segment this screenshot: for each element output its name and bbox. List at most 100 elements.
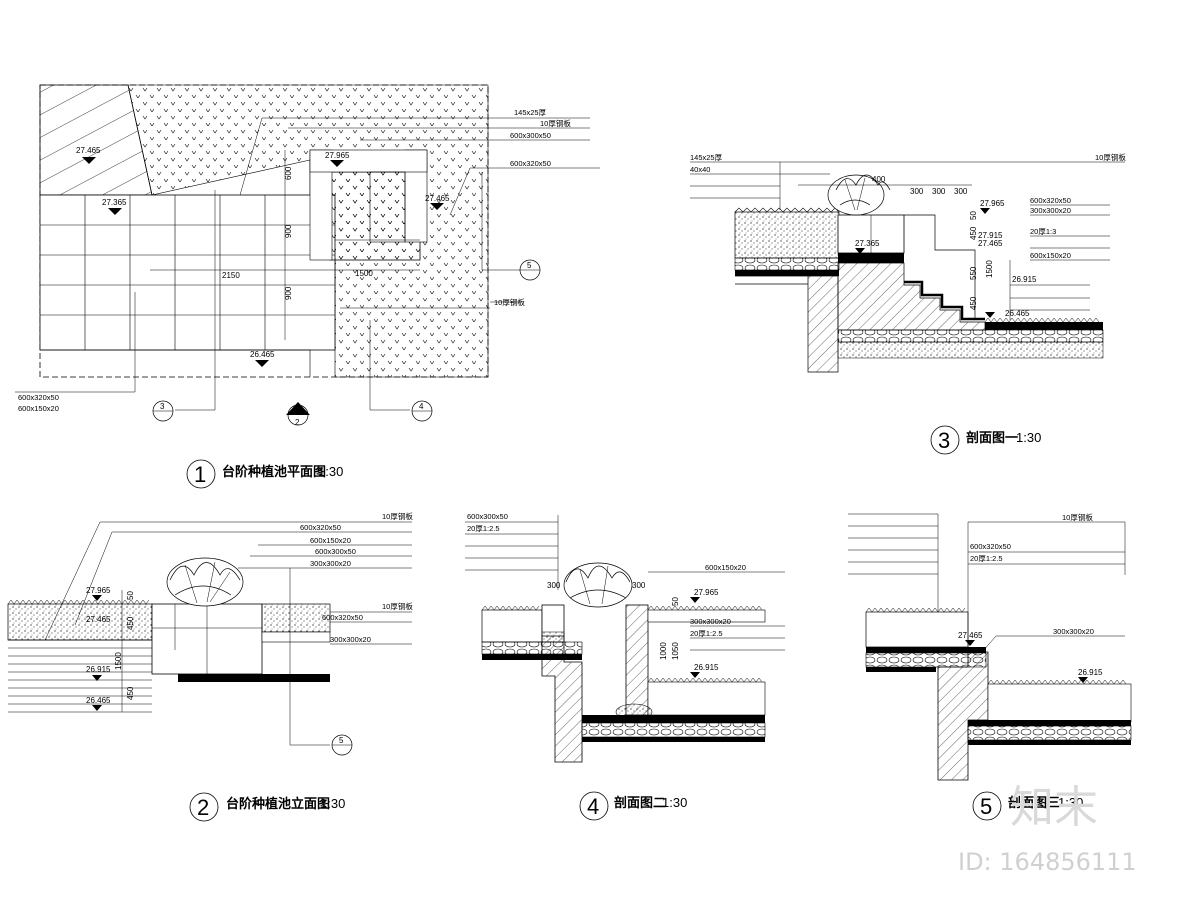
elevation-note-4: 600x300x50 bbox=[315, 547, 356, 556]
svg-text:5: 5 bbox=[980, 794, 992, 819]
plan-note-2: 10厚钢板 bbox=[540, 118, 571, 128]
watermark: 知末 ID: 164856111 bbox=[958, 782, 1137, 876]
section1-caption-title: 剖面图一 bbox=[966, 430, 1018, 445]
section1-elev-5: 26.915 bbox=[1012, 275, 1037, 284]
elevation-elev-1: 27.965 bbox=[86, 586, 111, 595]
watermark-logo: 知末 bbox=[1010, 782, 1098, 833]
watermark-id: ID: 164856111 bbox=[958, 848, 1137, 876]
svg-text:2: 2 bbox=[197, 795, 209, 820]
section1-elev-2: 27.915 bbox=[978, 231, 1003, 240]
section3-note-right-3: 20厚1:2.5 bbox=[970, 554, 1003, 563]
plan-drawing: 27.465 27.365 27.965 27.465 26.465 600 9… bbox=[15, 84, 600, 427]
plan-dim-1500: 1500 bbox=[355, 269, 373, 278]
elevation-caption: 2 台阶种植池立面图 1:30 bbox=[189, 792, 345, 822]
section1-note-right-5: 600x150x20 bbox=[1030, 251, 1071, 260]
elevation-caption-scale: 1:30 bbox=[320, 796, 345, 811]
section3-note-right-1: 10厚钢板 bbox=[1062, 512, 1093, 522]
elevation-note-2: 600x320x50 bbox=[300, 523, 341, 532]
section3-caption-title: 剖面图三 bbox=[1008, 795, 1060, 810]
section3-note-mid: 300x300x20 bbox=[1053, 627, 1094, 636]
plan-caption-scale: 1:30 bbox=[318, 464, 343, 479]
section3-caption-scale: 1:30 bbox=[1058, 795, 1083, 810]
elevation-note-1: 10厚钢板 bbox=[382, 511, 413, 521]
plan-note-4: 600x320x50 bbox=[510, 159, 551, 168]
section1-note-right-4: 20厚1:3 bbox=[1030, 227, 1056, 236]
plan-elev-2: 27.365 bbox=[102, 198, 127, 207]
section1-dim-400: 400 bbox=[872, 175, 886, 184]
section2-dim-50: 50 bbox=[671, 597, 680, 606]
section1-note-right-3: 300x300x20 bbox=[1030, 206, 1071, 215]
elevation-note-5: 300x300x20 bbox=[310, 559, 351, 568]
svg-text:3: 3 bbox=[938, 428, 950, 453]
plan-note-left-1: 600x320x50 bbox=[18, 393, 59, 402]
plan-dim-900b: 900 bbox=[284, 286, 293, 300]
elevation-elev-2: 27.465 bbox=[86, 615, 111, 624]
section-2-plant bbox=[563, 562, 633, 608]
elevation-elev-3: 26.915 bbox=[86, 665, 111, 674]
plan-note-3: 600x300x50 bbox=[510, 131, 551, 140]
section-3-drawing: 27.465 26.915 10厚钢板 600x320x50 20厚1:2.5 … bbox=[848, 512, 1132, 781]
elevation-plant bbox=[166, 557, 244, 607]
section1-dim-300a: 300 bbox=[910, 187, 924, 196]
elevation-dim-450b: 450 bbox=[126, 686, 135, 700]
plan-note-1: 145x25厚 bbox=[514, 108, 547, 117]
section1-elev-3: 27.465 bbox=[978, 239, 1003, 248]
plan-dim-600: 600 bbox=[284, 166, 293, 180]
plan-elev-1: 27.465 bbox=[76, 146, 101, 155]
section3-elev-2: 26.915 bbox=[1078, 668, 1103, 677]
section1-dim-300b: 300 bbox=[932, 187, 946, 196]
section2-note-left-2: 20厚1:2.5 bbox=[467, 524, 500, 533]
plan-caption: 1 台阶种植池平面图 1:30 bbox=[186, 459, 343, 489]
plan-caption-title: 台阶种植池平面图 bbox=[222, 464, 326, 479]
plan-section-marker-3: 3 bbox=[152, 400, 174, 422]
elevation-dim-1500: 1500 bbox=[114, 652, 123, 670]
section1-dim-50: 50 bbox=[969, 211, 978, 220]
section2-caption-title: 剖面图二 bbox=[614, 795, 666, 810]
plan-elev-4: 27.465 bbox=[425, 194, 450, 203]
elevation-note-7: 600x320x50 bbox=[322, 613, 363, 622]
plan-section-marker-5: 5 bbox=[519, 259, 541, 281]
section2-note-right-1: 600x150x20 bbox=[705, 563, 746, 572]
section2-dim-300a: 300 bbox=[547, 581, 561, 590]
elevation-dim-50: 50 bbox=[126, 591, 135, 600]
elevation-section-marker-5: 5 bbox=[331, 734, 353, 756]
section2-dim-1050: 1050 bbox=[671, 642, 680, 660]
svg-text:3: 3 bbox=[160, 402, 165, 411]
plan-elevation-markers bbox=[82, 157, 444, 367]
section1-dim-300c: 300 bbox=[954, 187, 968, 196]
section1-elev-6: 26.465 bbox=[1005, 309, 1030, 318]
plan-dim-2150: 2150 bbox=[222, 271, 240, 280]
elevation-elev-4: 26.465 bbox=[86, 696, 111, 705]
elevation-note-6: 10厚钢板 bbox=[382, 601, 413, 611]
elevation-note-3: 600x150x20 bbox=[310, 536, 351, 545]
svg-text:4: 4 bbox=[419, 402, 424, 411]
section-2-drawing: 27.965 26.915 300 300 50 1000 1050 600x3… bbox=[465, 512, 785, 763]
elevation-dim-450: 450 bbox=[126, 616, 135, 630]
elevation-drawing: 27.965 27.465 26.915 26.465 50 450 1500 … bbox=[7, 511, 413, 756]
section2-elev-2: 26.915 bbox=[694, 663, 719, 672]
section1-elev-4: 27.365 bbox=[855, 239, 880, 248]
plan-note-5: 10厚钢板 bbox=[494, 297, 525, 307]
section2-dim-1000: 1000 bbox=[659, 642, 668, 660]
section2-elev-1: 27.965 bbox=[694, 588, 719, 597]
section2-caption-scale: 1:30 bbox=[662, 795, 687, 810]
section2-dim-300b: 300 bbox=[632, 581, 646, 590]
section2-note-right-3: 20厚1:2.5 bbox=[690, 629, 723, 638]
section-1-drawing: 27.965 27.915 27.465 27.365 26.915 26.46… bbox=[690, 152, 1126, 373]
plan-section-marker-4: 4 bbox=[411, 400, 433, 422]
elevation-note-8: 300x300x20 bbox=[330, 635, 371, 644]
section1-dim-550: 550 bbox=[969, 266, 978, 280]
section-3-caption: 5 剖面图三 1:30 bbox=[972, 791, 1083, 821]
plan-elev-5: 26.465 bbox=[250, 350, 275, 359]
svg-text:5: 5 bbox=[527, 261, 532, 270]
svg-text:2: 2 bbox=[295, 418, 300, 427]
section1-note-left-1: 145x25厚 bbox=[690, 153, 723, 162]
section2-note-left-1: 600x300x50 bbox=[467, 512, 508, 521]
plan-elevation-marker-2: 2 bbox=[286, 402, 310, 427]
plan-elev-3: 27.965 bbox=[325, 151, 350, 160]
section-1-caption: 3 剖面图一 1:30 bbox=[930, 425, 1041, 455]
section3-elev-1: 27.465 bbox=[958, 631, 983, 640]
svg-text:4: 4 bbox=[587, 794, 599, 819]
section1-dim-450: 450 bbox=[969, 226, 978, 240]
